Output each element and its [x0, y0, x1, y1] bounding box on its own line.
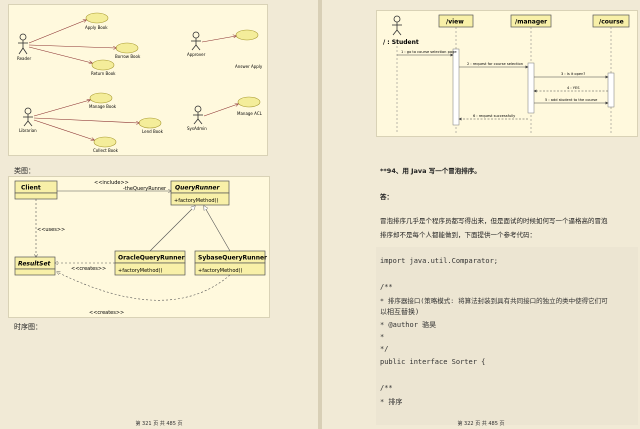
class-oracle-query-runner: OracleQueryRunner +factoryMethod()	[114, 250, 186, 276]
actor-approver-label: Approver	[187, 52, 206, 57]
relation-uses: <<uses>>	[37, 227, 65, 233]
page-footer-322: 第 322 页 共 485 页	[457, 421, 505, 427]
code-block	[376, 247, 638, 425]
actor-reader-label: Reader	[17, 56, 32, 61]
usecase-ellipses-reader	[85, 12, 139, 71]
page-gutter	[318, 0, 322, 429]
answer-label: 答：	[380, 193, 393, 201]
actor-sysadmin	[193, 105, 203, 125]
message-5: 5 : add student to the course	[545, 98, 598, 102]
class-result-set-name: ResultSet	[18, 261, 52, 268]
class-diagram: Client QueryRunner +factoryMethod() <<in…	[8, 176, 270, 318]
page-322: / : Student /view /manager /course	[322, 0, 640, 429]
message-2: 2 : request for course selection	[467, 62, 523, 66]
question-heading: **94、用 Java 写一个冒泡排序。	[380, 167, 481, 175]
class-result-set: ResultSet	[14, 256, 56, 276]
actor-reader	[18, 33, 28, 55]
answer-line-1: 冒泡排序几乎是个程序员都写得出来，但是面试的时候如何写一个逼格高的冒泡	[380, 217, 608, 225]
code-line-1: import java.util.Comparator;	[380, 257, 499, 265]
sequence-diagram: / : Student /view /manager /course	[376, 10, 638, 137]
usecase-ellipses-librarian	[89, 92, 162, 148]
usecase-lend-book: Lend Book	[142, 129, 164, 134]
lifeline-view-label: /view	[446, 19, 464, 26]
code-line-7: */	[380, 345, 389, 353]
usecase-borrow-book: Borrow Book	[115, 54, 141, 59]
relation-creates-oracle: <<creates>>	[71, 266, 106, 272]
usecase-return-book: Return Book	[91, 71, 116, 76]
message-1: 1 : go to course selection page	[401, 50, 457, 54]
code-line-10: * 排序	[380, 398, 403, 406]
code-line-6: *	[380, 333, 385, 341]
message-4: 4 : YES	[567, 86, 580, 90]
code-line-3: * 排序器接口(策略模式: 将算法封装到具有共同接口的独立的类中使得它们可	[380, 297, 608, 305]
code-line-5: * @author 骆昊	[380, 321, 437, 329]
code-line-2: /**	[380, 283, 393, 291]
code-line-9: /**	[380, 384, 393, 392]
class-query-runner-name: QueryRunner	[175, 185, 220, 192]
class-query-runner-method: +factoryMethod()	[174, 198, 219, 204]
lifeline-course-label: /course	[599, 19, 624, 26]
usecase-answer-apply: Answer Apply	[235, 64, 263, 69]
class-client-name: Client	[21, 185, 41, 192]
message-6: 6 : request successfully	[473, 114, 516, 118]
class-sybase-name: SybaseQueryRunner	[198, 255, 267, 262]
message-3: 3 : Is it open?	[561, 72, 585, 76]
code-line-8: public interface Sorter {	[380, 358, 486, 366]
lifeline-course: /course	[592, 14, 630, 133]
actor-librarian	[23, 107, 33, 127]
relation-include: <<include>>	[94, 180, 129, 186]
lifeline-view: /view	[438, 14, 474, 133]
class-client: Client	[14, 180, 58, 200]
usecase-diagram: Reader Apply Book Borrow Book Return Boo…	[8, 4, 268, 156]
actor-student-label: / : Student	[383, 39, 419, 46]
actor-librarian-label: Librarian	[19, 128, 37, 133]
sequence-section-label: 时序图：	[14, 323, 42, 331]
code-line-4: 以相互替换)	[380, 308, 420, 316]
class-section-label: 类图：	[14, 167, 35, 175]
actor-student	[392, 15, 402, 36]
class-query-runner: QueryRunner +factoryMethod()	[170, 180, 230, 206]
answer-line-2: 排序却不是每个人都能做到，下面提供一个参考代码：	[380, 231, 536, 239]
page-321: Reader Apply Book Borrow Book Return Boo…	[0, 0, 318, 429]
usecase-collect-book: Collect Book	[93, 148, 119, 153]
class-sybase-method: +factoryMethod()	[198, 268, 243, 274]
usecase-apply-book: Apply Book	[85, 25, 108, 30]
class-oracle-name: OracleQueryRunner	[118, 255, 185, 262]
class-oracle-method: +factoryMethod()	[118, 268, 163, 274]
usecase-manage-book: Manage Book	[89, 104, 117, 109]
page-footer-321: 第 321 页 共 485 页	[135, 421, 183, 427]
actor-approver	[191, 31, 201, 51]
class-sybase-query-runner: SybaseQueryRunner +factoryMethod()	[194, 250, 267, 276]
actor-sysadmin-label: SysAdmin	[187, 126, 207, 131]
relation-creates-sybase: <<creates>>	[89, 310, 124, 316]
lifeline-manager-label: /manager	[515, 19, 547, 26]
relation-the-query-runner: -theQueryRunner	[123, 186, 167, 192]
usecase-manage-acl: Manage ACL	[237, 111, 263, 116]
